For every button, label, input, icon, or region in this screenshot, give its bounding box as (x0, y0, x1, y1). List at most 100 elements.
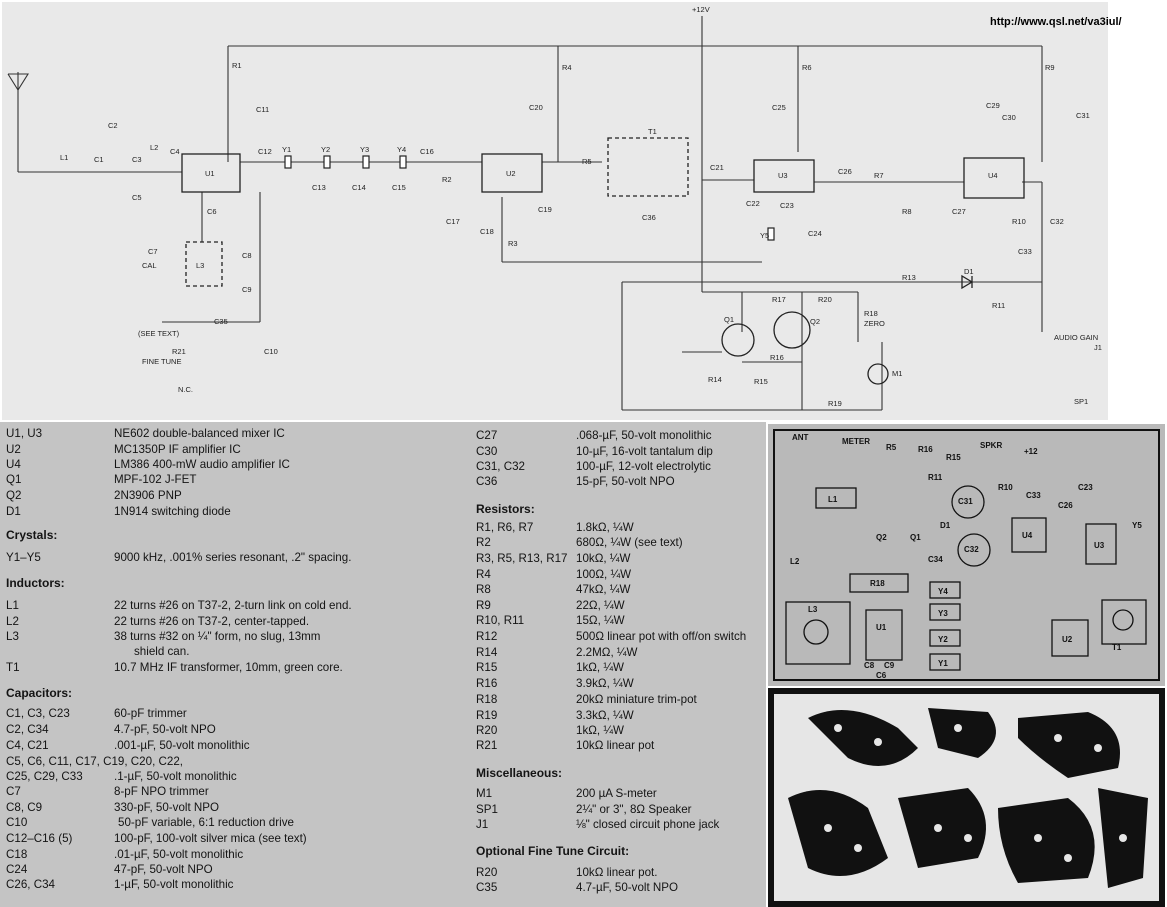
svg-text:J1: J1 (1094, 343, 1102, 352)
svg-text:C23: C23 (1078, 483, 1093, 492)
svg-text:C2: C2 (108, 121, 118, 130)
svg-text:C33: C33 (1026, 491, 1041, 500)
svg-text:C22: C22 (746, 199, 760, 208)
svg-text:ANT: ANT (792, 433, 809, 442)
svg-text:C3: C3 (132, 155, 142, 164)
active-devices (721, 274, 974, 385)
svg-text:C24: C24 (808, 229, 822, 238)
svg-text:Y3: Y3 (360, 145, 369, 154)
crystal-symbols (284, 155, 775, 241)
svg-text:+12V: +12V (692, 5, 710, 14)
svg-text:R18: R18 (864, 309, 878, 318)
pcb-pads (824, 724, 1127, 862)
misc-heading: Miscellaneous: (476, 766, 563, 780)
svg-text:R1: R1 (232, 61, 242, 70)
svg-text:Q1: Q1 (724, 315, 734, 324)
svg-text:C36: C36 (642, 213, 656, 222)
svg-text:Y4: Y4 (397, 145, 406, 154)
svg-text:R15: R15 (754, 377, 768, 386)
svg-text:U4: U4 (988, 171, 998, 180)
svg-text:R8: R8 (902, 207, 912, 216)
svg-text:R18: R18 (870, 579, 885, 588)
schematic-labels: +12V U1 U2 U3 U4 Y1 Y2 Y3 Y4 Y5 L1 L2 L3… (60, 5, 1102, 408)
pcb-labels: ANT METER R5 R16 R15 SPKR +12 R11 R10 C3… (790, 433, 1142, 680)
svg-text:U4: U4 (1022, 531, 1033, 540)
svg-text:C26: C26 (1058, 501, 1073, 510)
svg-text:R16: R16 (918, 445, 933, 454)
svg-text:R5: R5 (582, 157, 592, 166)
svg-text:C6: C6 (207, 207, 217, 216)
svg-text:R4: R4 (562, 63, 572, 72)
svg-text:C16: C16 (420, 147, 434, 156)
pcb-component-layout: ANT METER R5 R16 R15 SPKR +12 R11 R10 C3… (768, 424, 1165, 686)
svg-text:U1: U1 (876, 623, 887, 632)
svg-text:R15: R15 (946, 453, 961, 462)
svg-text:C8: C8 (864, 661, 875, 670)
svg-text:ZERO: ZERO (864, 319, 885, 328)
svg-text:Q2: Q2 (876, 533, 887, 542)
svg-text:L2: L2 (790, 557, 800, 566)
pcb-foil-pattern (768, 688, 1165, 907)
pcb-component-outlines (773, 429, 1160, 681)
svg-text:C32: C32 (964, 545, 979, 554)
svg-text:C30: C30 (1002, 113, 1016, 122)
svg-text:C18: C18 (480, 227, 494, 236)
svg-text:C7: C7 (148, 247, 158, 256)
svg-text:U1: U1 (205, 169, 215, 178)
svg-text:C13: C13 (312, 183, 326, 192)
svg-text:T1: T1 (1112, 643, 1122, 652)
svg-text:C26: C26 (838, 167, 852, 176)
svg-text:R7: R7 (874, 171, 884, 180)
svg-text:Q2: Q2 (810, 317, 820, 326)
svg-text:C10: C10 (264, 347, 278, 356)
svg-text:AUDIO GAIN: AUDIO GAIN (1054, 333, 1098, 342)
svg-text:C15: C15 (392, 183, 406, 192)
svg-text:R9: R9 (1045, 63, 1055, 72)
svg-text:C27: C27 (952, 207, 966, 216)
svg-text:C20: C20 (529, 103, 543, 112)
svg-text:R10: R10 (998, 483, 1013, 492)
svg-text:R11: R11 (928, 473, 943, 482)
svg-text:C12: C12 (258, 147, 272, 156)
svg-text:+12: +12 (1024, 447, 1038, 456)
svg-text:C9: C9 (884, 661, 895, 670)
svg-text:C23: C23 (780, 201, 794, 210)
svg-text:METER: METER (842, 437, 870, 446)
svg-text:C32: C32 (1050, 217, 1064, 226)
svg-text:L2: L2 (150, 143, 158, 152)
svg-text:R3: R3 (508, 239, 518, 248)
svg-text:C31: C31 (1076, 111, 1090, 120)
svg-text:C21: C21 (710, 163, 724, 172)
svg-text:R20: R20 (818, 295, 832, 304)
svg-text:C14: C14 (352, 183, 366, 192)
svg-text:L3: L3 (808, 605, 818, 614)
svg-text:C5: C5 (132, 193, 142, 202)
svg-text:C9: C9 (242, 285, 252, 294)
svg-text:C35: C35 (214, 317, 228, 326)
source-url[interactable]: http://www.qsl.net/va3iul/ (990, 16, 1122, 28)
svg-text:FINE TUNE: FINE TUNE (142, 357, 181, 366)
svg-text:R13: R13 (902, 273, 916, 282)
svg-text:C34: C34 (928, 555, 943, 564)
svg-text:C31: C31 (958, 497, 973, 506)
svg-text:R14: R14 (708, 375, 722, 384)
svg-text:R10: R10 (1012, 217, 1026, 226)
svg-text:U2: U2 (1062, 635, 1073, 644)
svg-text:C29: C29 (986, 101, 1000, 110)
svg-text:R19: R19 (828, 399, 842, 408)
svg-text:C8: C8 (242, 251, 252, 260)
svg-text:SPKR: SPKR (980, 441, 1002, 450)
svg-text:C4: C4 (170, 147, 180, 156)
svg-text:Y1: Y1 (938, 659, 948, 668)
svg-text:R2: R2 (442, 175, 452, 184)
svg-text:U2: U2 (506, 169, 516, 178)
svg-text:L1: L1 (60, 153, 68, 162)
svg-text:Y4: Y4 (938, 587, 948, 596)
svg-text:Y2: Y2 (321, 145, 330, 154)
svg-text:CAL: CAL (142, 261, 157, 270)
svg-text:Y5: Y5 (1132, 521, 1142, 530)
svg-text:R17: R17 (772, 295, 786, 304)
svg-text:C17: C17 (446, 217, 460, 226)
svg-text:Q1: Q1 (910, 533, 921, 542)
